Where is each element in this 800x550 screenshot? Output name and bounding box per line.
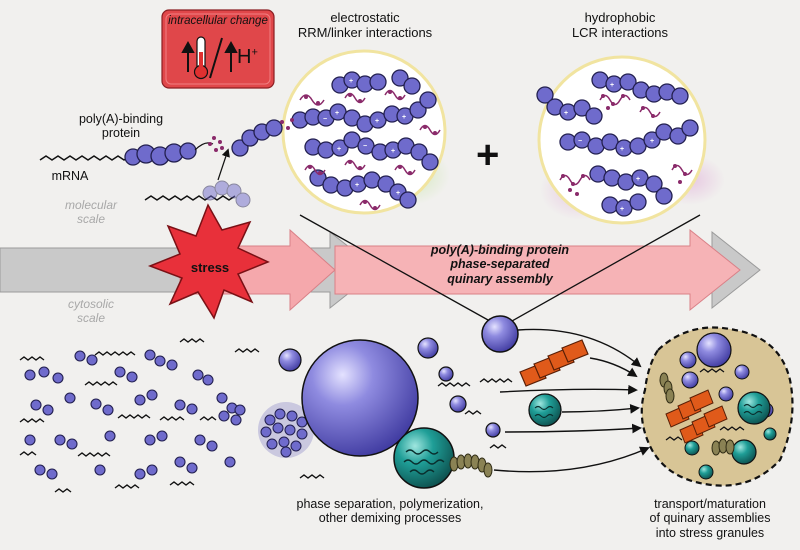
cytosolic-scale-line1: cytosolic [67, 297, 114, 311]
hydrophobic-title-line2: LCR interactions [571, 24, 669, 40]
svg-text:+: + [349, 78, 353, 85]
pab-lcr [208, 136, 224, 152]
transport-arrows [493, 328, 650, 473]
electrostatic-title-line2: RRM/linker interactions [297, 24, 433, 40]
svg-text:+: + [355, 182, 359, 189]
svg-text:+: + [636, 176, 640, 183]
lcr-blobs-electrostatic [299, 89, 441, 211]
svg-text:−: − [323, 116, 327, 123]
svg-text:+: + [337, 146, 341, 153]
assembly-label: poly(A)-binding protein phase-separated … [395, 243, 605, 286]
stress-granule [640, 326, 794, 487]
large-condensate [301, 339, 419, 457]
mrna-strand [39, 155, 131, 161]
lcr-dots-electrostatic [304, 90, 437, 210]
molecular-scale-label: molecular scale [46, 198, 136, 227]
thermometer-icon [193, 36, 209, 80]
hydrophobic-title: hydrophobic LCR interactions [540, 10, 700, 41]
phase-separation-line2: other demixing processes [318, 511, 462, 526]
electrostatic-title-line1: electrostatic [330, 10, 400, 25]
h-superscript: + [251, 46, 258, 59]
svg-text:+: + [375, 118, 379, 125]
svg-text:+: + [402, 114, 406, 121]
svg-text:+: + [610, 82, 614, 89]
up-arrow-icon [181, 40, 238, 72]
middle-mrna [299, 378, 513, 479]
svg-text:+: + [564, 110, 568, 117]
protein-cluster [258, 402, 314, 458]
electrostatic-title: electrostatic RRM/linker interactions [270, 10, 460, 41]
pab-label-line2: protein [101, 126, 141, 141]
stress-label: stress [190, 260, 230, 275]
charge-marks-hydrophobic: + − + + + + + [564, 82, 654, 213]
divider-slash [209, 37, 223, 79]
transport-label-line3: into stress granules [655, 525, 765, 540]
svg-text:+: + [650, 138, 654, 145]
cytosolic-scale-line2: scale [76, 310, 105, 325]
assembly-label-line3: quinary assembly [447, 271, 553, 286]
pab-protein-faded [202, 180, 251, 208]
mrna-label: mRNA [51, 169, 89, 183]
stress-burst-icon [147, 203, 270, 320]
pab-label-line1: poly(A)-binding [78, 112, 164, 126]
molecular-scale-line2: scale [76, 211, 105, 226]
svg-text:+: + [396, 190, 400, 197]
svg-text:+: + [335, 110, 339, 117]
scattered-proteins [24, 349, 246, 480]
molecular-scale-line1: molecular [64, 198, 118, 212]
svg-text:+: + [391, 148, 395, 155]
intracellular-change-label: intracellular change [168, 15, 268, 27]
hydrophobic-title-line1: hydrophobic [584, 10, 656, 25]
assembly-label-line1: poly(A)-binding protein [430, 243, 570, 257]
released-lcr [280, 118, 294, 130]
electrostatic-network [291, 69, 439, 209]
cytosolic-scale-label: cytosolic scale [46, 297, 136, 326]
svg-text:−: − [363, 143, 367, 150]
pab-protein [124, 142, 197, 166]
svg-text:+: + [620, 206, 624, 213]
phase-separation-label: phase separation, polymerization, other … [270, 497, 510, 526]
transport-label: transport/maturation of quinary assembli… [630, 497, 790, 540]
svg-text:+: + [620, 146, 624, 153]
h-symbol: H [237, 46, 252, 68]
lcr-dots-hydrophobic [561, 94, 687, 196]
svg-text:−: − [578, 138, 582, 145]
phase-separation-line1: phase separation, polymerization, [296, 497, 484, 511]
fibril-stack [519, 339, 589, 387]
released-pab [231, 119, 283, 157]
teal-condensate [393, 427, 455, 489]
pab-label: poly(A)-binding protein [66, 112, 176, 141]
teal-droplet [528, 393, 562, 427]
transport-label-line1: transport/maturation [654, 497, 766, 511]
charge-marks-electrostatic: + + + + + + + + − − [323, 78, 406, 197]
h-plus-label: H+ [237, 46, 267, 69]
assembly-label-line2: phase-separated [450, 257, 550, 272]
olive-coil [449, 453, 493, 478]
hydrophobic-network [536, 71, 699, 217]
scattered-mrna [19, 338, 260, 493]
plus-sign: + [476, 133, 499, 177]
assembly-droplet [481, 315, 519, 353]
transport-label-line2: of quinary assemblies [649, 511, 771, 526]
mrna-strand-2 [144, 195, 236, 201]
